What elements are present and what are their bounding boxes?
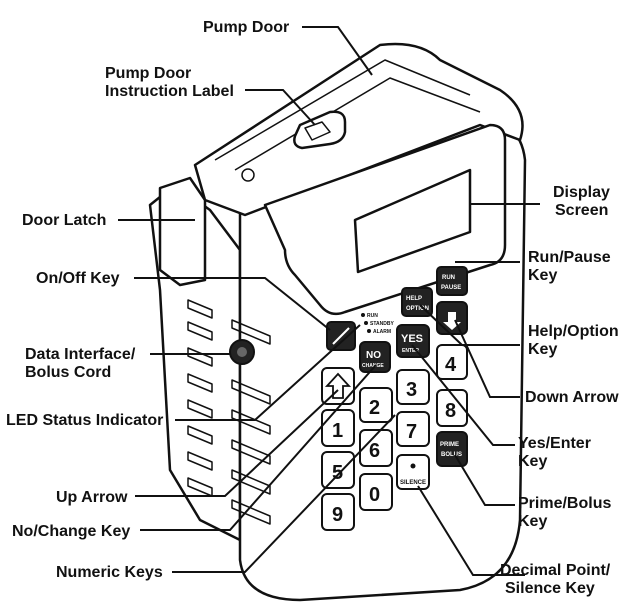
pause-key-label: PAUSE — [441, 285, 461, 291]
no-change-key[interactable] — [359, 341, 391, 373]
numeric-key-label: 8 — [445, 400, 456, 422]
numeric-key[interactable] — [436, 344, 468, 380]
numeric-key-label: 0 — [369, 484, 380, 506]
numeric-key-label: 1 — [332, 420, 343, 442]
numeric-key-label: 4 — [445, 354, 457, 376]
label-onoff: On/Off Key — [36, 270, 120, 287]
label-help-1: Help/Option — [528, 323, 619, 340]
label-down-arrow: Down Arrow — [525, 389, 619, 406]
label-decimal-2: Silence Key — [505, 580, 595, 597]
side-ribs — [187, 299, 271, 525]
no-key-label: NO — [366, 350, 381, 361]
data-interface-port — [229, 339, 255, 365]
bolus-key-label: BOLUS — [441, 452, 462, 458]
label-run-pause-2: Key — [528, 267, 557, 284]
label-led: LED Status Indicator — [6, 412, 163, 429]
callout-labels: Pump Door Pump Door Instruction Label Di… — [6, 19, 619, 597]
numeric-keys: 2 3 4 1 6 7 8 5 9 0 — [321, 344, 468, 531]
numeric-key[interactable] — [321, 451, 355, 489]
label-help-2: Key — [528, 341, 557, 358]
label-run-pause-1: Run/Pause — [528, 249, 611, 266]
led-alarm-label: ALARM — [373, 329, 391, 335]
numeric-key[interactable] — [436, 389, 468, 427]
prime-key-label: PRIME — [440, 442, 459, 448]
numeric-key-label: 5 — [332, 462, 343, 484]
option-key-label: OPTION — [406, 306, 429, 312]
display-screen — [353, 168, 472, 274]
numeric-key-label: 7 — [406, 421, 417, 443]
label-data-1: Data Interface/ — [25, 346, 136, 363]
help-key-label: HELP — [406, 296, 422, 302]
numeric-key[interactable] — [359, 473, 393, 511]
callout-lines — [118, 26, 540, 576]
pump-door-shape — [193, 42, 524, 217]
label-display-2: Screen — [555, 202, 608, 219]
numeric-key-label: 2 — [369, 397, 380, 419]
enter-key-label: ENTER — [402, 348, 419, 354]
door-latch-shape — [158, 176, 207, 287]
led-standby-label: STANDBY — [370, 321, 394, 327]
numeric-key[interactable] — [321, 409, 355, 447]
numeric-key-label: 3 — [406, 379, 417, 401]
numeric-key[interactable] — [359, 387, 393, 423]
numeric-key[interactable] — [396, 369, 430, 405]
change-key-label: CHANGE — [362, 363, 384, 369]
label-instruction-1: Pump Door — [105, 65, 191, 82]
numeric-key-label: 9 — [332, 504, 343, 526]
numeric-key[interactable] — [321, 493, 355, 531]
decimal-silence-key[interactable] — [396, 454, 430, 490]
keypad: RUN STANDBY ALARM HELP OPTION RUN PAUSE … — [321, 266, 468, 531]
run-key-label: RUN — [442, 275, 455, 281]
yes-key-label: YES — [401, 333, 423, 345]
led-run-label: RUN — [367, 313, 378, 319]
label-display-1: Display — [553, 184, 610, 201]
instruction-label-shape — [293, 110, 347, 150]
label-no-change: No/Change Key — [12, 523, 130, 540]
label-numeric: Numeric Keys — [56, 564, 163, 581]
label-data-2: Bolus Cord — [25, 364, 111, 381]
label-up-arrow: Up Arrow — [56, 489, 128, 506]
label-prime-2: Key — [518, 513, 547, 530]
label-prime-1: Prime/Bolus — [518, 495, 611, 512]
label-decimal-1: Decimal Point/ — [500, 562, 611, 579]
yes-enter-key[interactable] — [396, 324, 430, 358]
numeric-key-label: 6 — [369, 440, 380, 462]
label-instruction-2: Instruction Label — [105, 83, 234, 100]
label-pump-door: Pump Door — [203, 19, 289, 36]
numeric-key[interactable] — [359, 429, 393, 467]
silence-key-label: SILENCE — [400, 480, 426, 486]
numeric-key[interactable] — [396, 411, 430, 447]
label-yes-1: Yes/Enter — [518, 435, 591, 452]
label-door-latch: Door Latch — [22, 212, 106, 229]
prime-bolus-key[interactable] — [436, 431, 468, 467]
run-pause-key[interactable] — [436, 266, 468, 296]
label-yes-2: Key — [518, 453, 547, 470]
led-status-indicator: RUN STANDBY ALARM — [361, 313, 394, 335]
